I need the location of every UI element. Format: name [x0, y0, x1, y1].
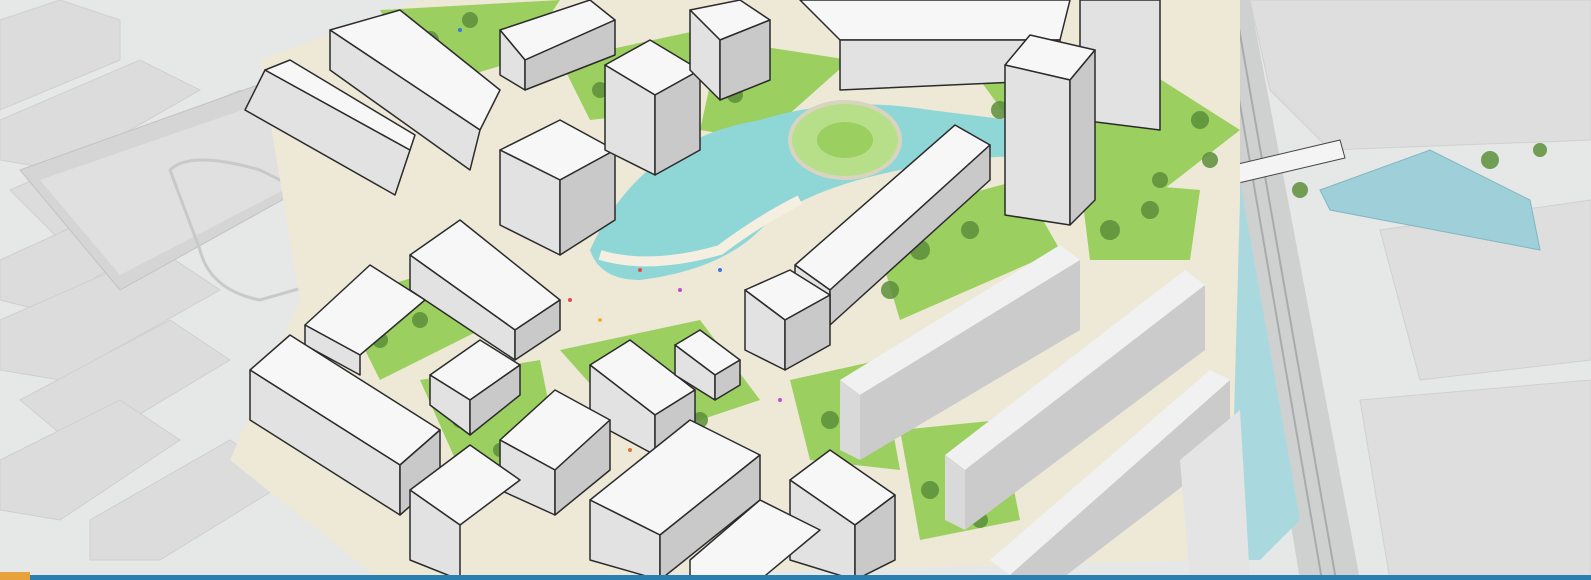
- proposed-buildings: [244, 0, 1161, 580]
- round-plaza: [788, 100, 902, 180]
- pond: [1319, 149, 1541, 251]
- future-phase-blocks: [840, 245, 1250, 580]
- frame-accent-tab: [0, 572, 30, 580]
- context-buildings-left: [0, 0, 291, 561]
- frame-accent-bar: [0, 575, 1591, 580]
- activity-dots: [458, 28, 782, 452]
